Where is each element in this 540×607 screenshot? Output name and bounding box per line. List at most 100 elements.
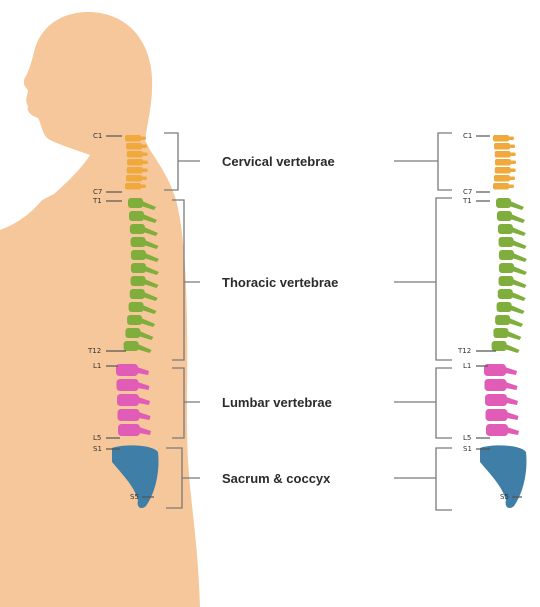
right-thoracic-process: [512, 266, 527, 275]
right-thoracic-vertebra: [499, 276, 514, 286]
tick-l1-right: L1: [463, 362, 471, 370]
right-cervical-vertebra: [495, 159, 511, 166]
tick-t12-right: T12: [457, 347, 471, 355]
left-thoracic-vertebra: [127, 315, 142, 325]
right-cervical-process: [509, 177, 515, 181]
right-thoracic-vertebra: [498, 289, 513, 299]
label-lumbar-vertebrae: Lumbar vertebrae: [222, 395, 332, 410]
right-cervical-process: [510, 153, 516, 157]
left-cervical-process: [142, 169, 148, 173]
tick-c1-left: C1: [93, 132, 102, 140]
tick-s5-left: S5: [130, 493, 139, 501]
right-cervical-vertebra: [494, 143, 510, 150]
left-thoracic-vertebra: [130, 224, 145, 234]
label-thoracic-vertebrae: Thoracic vertebrae: [222, 275, 338, 290]
right-thoracic-vertebra: [499, 237, 514, 247]
tick-s5-right: S5: [500, 493, 509, 501]
right-cervical-vertebra: [495, 151, 511, 158]
left-thoracic-vertebra: [125, 328, 140, 338]
left-cervical-process: [141, 177, 147, 181]
left-thoracic-vertebra: [129, 302, 144, 312]
left-cervical-vertebra: [125, 135, 141, 142]
bracket-thoracic-right: [394, 198, 452, 360]
right-cervical-process: [509, 145, 515, 149]
right-thoracic-vertebra: [499, 263, 514, 273]
right-thoracic-vertebra: [495, 315, 510, 325]
right-thoracic-process: [512, 240, 527, 249]
region-brackets: [164, 133, 452, 510]
left-cervical-vertebra: [127, 159, 143, 166]
spine-isolated: [480, 135, 527, 508]
tick-l5-right: L5: [463, 434, 471, 442]
right-cervical-process: [510, 161, 516, 165]
right-lumbar-process: [507, 427, 519, 435]
left-lumbar-vertebra: [117, 379, 139, 391]
tick-l5-left: L5: [93, 434, 101, 442]
tick-c1-right: C1: [463, 132, 472, 140]
right-thoracic-process: [506, 331, 521, 340]
left-thoracic-vertebra: [131, 276, 146, 286]
right-cervical-vertebra: [495, 167, 511, 174]
bracket-sacrum-right: [394, 448, 452, 510]
right-thoracic-vertebra: [499, 250, 514, 260]
right-thoracic-process: [512, 279, 527, 288]
left-cervical-process: [141, 145, 147, 149]
right-thoracic-vertebra: [497, 211, 512, 221]
label-cervical-vertebrae: Cervical vertebrae: [222, 154, 335, 169]
right-thoracic-process: [510, 214, 525, 223]
human-body-silhouette: [0, 12, 200, 607]
right-thoracic-vertebra: [498, 224, 513, 234]
right-lumbar-process: [505, 367, 517, 375]
tick-s1-right: S1: [463, 445, 472, 453]
right-cervical-vertebra: [493, 183, 509, 190]
left-lumbar-vertebra: [117, 394, 139, 406]
right-thoracic-vertebra: [493, 328, 508, 338]
tick-c7-left: C7: [93, 188, 102, 196]
right-lumbar-process: [506, 397, 518, 405]
right-thoracic-vertebra: [496, 198, 511, 208]
label-sacrum-coccyx: Sacrum & coccyx: [222, 471, 331, 486]
bracket-lumbar-right: [394, 368, 452, 438]
tick-l1-left: L1: [93, 362, 101, 370]
right-lumbar-vertebra: [485, 394, 507, 406]
tick-t1-left: T1: [92, 197, 102, 205]
right-thoracic-process: [512, 253, 527, 262]
right-thoracic-process: [509, 201, 524, 210]
right-lumbar-vertebra: [486, 424, 508, 436]
right-thoracic-vertebra: [497, 302, 512, 312]
left-cervical-vertebra: [126, 175, 142, 182]
left-lumbar-vertebra: [116, 364, 138, 376]
right-cervical-vertebra: [494, 175, 510, 182]
right-cervical-vertebra: [493, 135, 509, 142]
right-thoracic-process: [505, 344, 520, 353]
right-thoracic-process: [511, 292, 526, 301]
left-thoracic-vertebra: [131, 263, 146, 273]
right-lumbar-process: [506, 382, 518, 390]
tick-t12-left: T12: [87, 347, 101, 355]
tick-t1-right: T1: [462, 197, 472, 205]
left-thoracic-vertebra: [128, 198, 143, 208]
left-cervical-process: [142, 161, 148, 165]
left-cervical-vertebra: [127, 151, 143, 158]
right-cervical-process: [508, 185, 514, 189]
left-thoracic-vertebra: [131, 237, 146, 247]
left-cervical-vertebra: [126, 143, 142, 150]
tick-c7-right: C7: [463, 188, 472, 196]
tick-s1-left: S1: [93, 445, 102, 453]
left-thoracic-vertebra: [124, 341, 139, 351]
right-thoracic-process: [508, 318, 523, 327]
left-cervical-process: [140, 185, 146, 189]
left-cervical-process: [142, 153, 148, 157]
left-cervical-process: [140, 137, 146, 141]
bracket-cervical-right: [394, 133, 452, 190]
left-thoracic-vertebra: [130, 289, 145, 299]
left-lumbar-vertebra: [118, 424, 140, 436]
left-cervical-vertebra: [125, 183, 141, 190]
left-cervical-vertebra: [127, 167, 143, 174]
right-lumbar-vertebra: [485, 379, 507, 391]
right-lumbar-process: [507, 412, 519, 420]
left-thoracic-vertebra: [131, 250, 146, 260]
right-cervical-process: [510, 169, 516, 173]
left-thoracic-vertebra: [129, 211, 144, 221]
